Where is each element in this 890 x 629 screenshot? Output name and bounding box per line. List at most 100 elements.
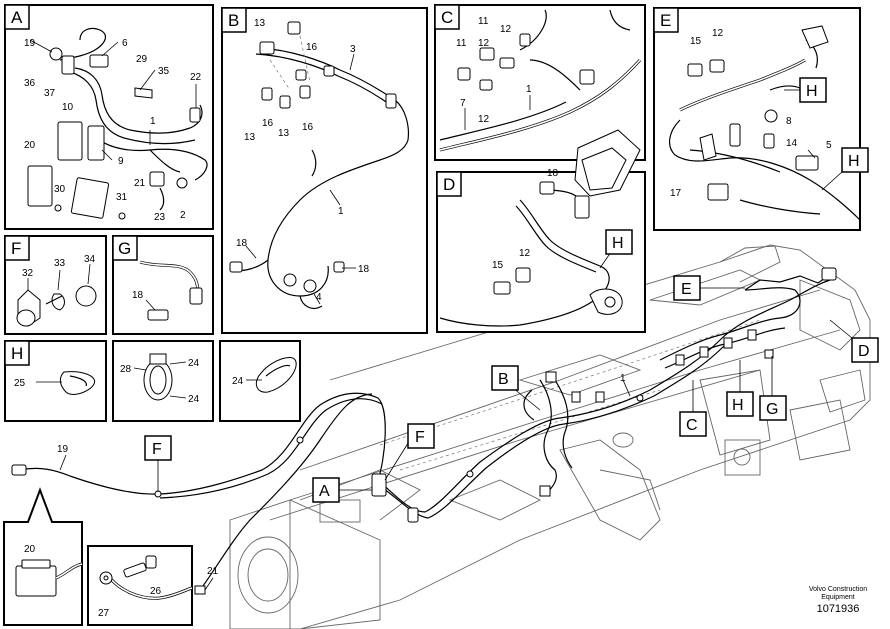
panel-e-letter: E <box>660 11 671 30</box>
panel-d-callout-15: 15 <box>492 260 504 271</box>
panel-d-callout-18: 18 <box>547 168 559 179</box>
panel-e-callout-17: 17 <box>670 188 682 199</box>
flag-f-main[interactable]: F <box>384 423 435 481</box>
panel-e-flag-h2: H <box>848 153 860 170</box>
flag-g-main-label: G <box>766 401 778 418</box>
panel-g: G 18 <box>112 235 214 335</box>
panel-a-callout-36: 36 <box>24 78 36 89</box>
flag-e-main[interactable]: E <box>673 275 745 301</box>
panel-a-callout-23: 23 <box>154 212 166 223</box>
flag-b-label: B <box>498 371 509 388</box>
panel-f-letter: F <box>11 239 21 258</box>
panel-b-callout-18b: 18 <box>358 264 370 275</box>
panel-d: D H 18 12 15 <box>436 129 646 333</box>
panel-c-callout-12b: 12 <box>478 38 490 49</box>
main-callout-19: 19 <box>57 444 69 455</box>
flag-h-main[interactable]: H <box>726 360 754 417</box>
main-view: 1 19 21 <box>11 244 871 629</box>
panel-a-callout-2: 2 <box>180 210 186 221</box>
panel-a-letter: A <box>11 8 23 27</box>
flag-a[interactable]: A <box>312 477 372 503</box>
panel-a-callout-19: 19 <box>24 38 36 49</box>
panel-strap-callout-24: 24 <box>232 376 244 387</box>
panel-d-letter: D <box>443 175 455 194</box>
panel-clip-callout-28: 28 <box>120 364 132 375</box>
footer-company: Volvo Construction <box>809 586 867 593</box>
panel-b-callout-13c: 13 <box>278 128 290 139</box>
panel-c-callout-12c: 12 <box>478 114 490 125</box>
panel-b-callout-1: 1 <box>338 206 344 217</box>
panel-b: B 13 16 3 13 16 13 16 1 18 18 4 <box>221 7 428 334</box>
panel-a-callout-29: 29 <box>136 54 148 65</box>
detail-callout-26: 26 <box>150 586 162 597</box>
panel-e-flag-h1: H <box>806 83 818 100</box>
panel-e-callout-14: 14 <box>786 138 798 149</box>
panel-a-callout-37: 37 <box>44 88 56 99</box>
flag-d-main[interactable]: D <box>829 319 879 363</box>
panel-a-callout-10: 10 <box>62 102 74 113</box>
flag-e-main-label: E <box>681 281 692 298</box>
footer-company-line2: Equipment <box>821 594 855 601</box>
detail-callout-27: 27 <box>98 608 110 619</box>
flag-f-main-label: F <box>415 429 425 446</box>
flag-h-main-label: H <box>732 397 744 414</box>
panel-clip-callout-24a: 24 <box>188 358 200 369</box>
flag-f-left[interactable]: F <box>144 435 172 492</box>
panel-strap-24: 24 <box>219 340 301 422</box>
panel-c-callout-11b: 11 <box>456 38 467 49</box>
panel-c-callout-12a: 12 <box>500 24 512 35</box>
panel-b-callout-13a: 13 <box>254 18 266 29</box>
panel-f-callout-34: 34 <box>84 254 96 265</box>
panel-a-callout-9: 9 <box>118 156 124 167</box>
panel-d-callout-12: 12 <box>519 248 531 259</box>
footer: Volvo Construction Equipment 1071936 <box>809 586 867 615</box>
panel-b-callout-18a: 18 <box>236 238 248 249</box>
panel-d-flag-h: H <box>612 235 624 252</box>
panel-e: E H H 15 12 8 14 5 17 <box>653 7 869 231</box>
panel-a-callout-30: 30 <box>54 184 66 195</box>
panel-f: F 32 33 34 <box>4 235 107 335</box>
flag-c[interactable]: C <box>679 380 707 437</box>
panel-g-callout-18: 18 <box>132 290 144 301</box>
panel-e-callout-5: 5 <box>826 140 832 151</box>
panel-g-letter: G <box>118 239 131 258</box>
panel-b-callout-16b: 16 <box>262 118 274 129</box>
panel-h: H 25 <box>4 340 107 422</box>
panel-h-callout-25: 25 <box>14 378 26 389</box>
panel-a-callout-6: 6 <box>122 38 128 49</box>
panel-c-letter: C <box>441 8 453 27</box>
detail-26-27: 26 27 <box>87 545 193 626</box>
panel-f-callout-32: 32 <box>22 268 34 279</box>
flag-c-label: C <box>686 417 698 434</box>
detail-20-callout: 20 <box>24 544 36 555</box>
panel-c-callout-1: 1 <box>526 84 532 95</box>
main-callout-1: 1 <box>620 373 626 384</box>
flag-f-left-label: F <box>152 441 162 458</box>
panel-b-callout-16a: 16 <box>306 42 318 53</box>
panel-b-callout-16c: 16 <box>302 122 314 133</box>
panel-e-callout-15: 15 <box>690 36 702 47</box>
panel-b-callout-4: 4 <box>316 292 322 303</box>
footer-number: 1071936 <box>817 603 860 615</box>
panel-a-callout-35: 35 <box>158 66 170 77</box>
panel-a-callout-21: 21 <box>134 178 146 189</box>
panel-a-callout-31: 31 <box>116 192 128 203</box>
panel-a-callout-22: 22 <box>190 72 202 83</box>
panel-c-callout-11a: 11 <box>478 16 489 27</box>
panel-h-letter: H <box>11 344 23 363</box>
panel-c-callout-7: 7 <box>460 98 466 109</box>
panel-a-callout-20: 20 <box>24 140 36 151</box>
detail-20: 20 <box>3 487 83 626</box>
flag-b[interactable]: B <box>491 365 541 411</box>
panel-b-callout-3: 3 <box>350 44 356 55</box>
panel-b-callout-13b: 13 <box>244 132 256 143</box>
panel-f-callout-33: 33 <box>54 258 66 269</box>
flag-g-main[interactable]: G <box>759 356 787 421</box>
panel-clip-28-24: 28 24 24 <box>112 340 214 422</box>
panel-e-callout-8: 8 <box>786 116 792 127</box>
panel-a-callout-1: 1 <box>150 116 156 127</box>
panel-e-callout-12: 12 <box>712 28 724 39</box>
panel-a: A 19 6 36 37 29 35 22 10 <box>4 4 214 230</box>
flag-a-label: A <box>319 483 330 500</box>
